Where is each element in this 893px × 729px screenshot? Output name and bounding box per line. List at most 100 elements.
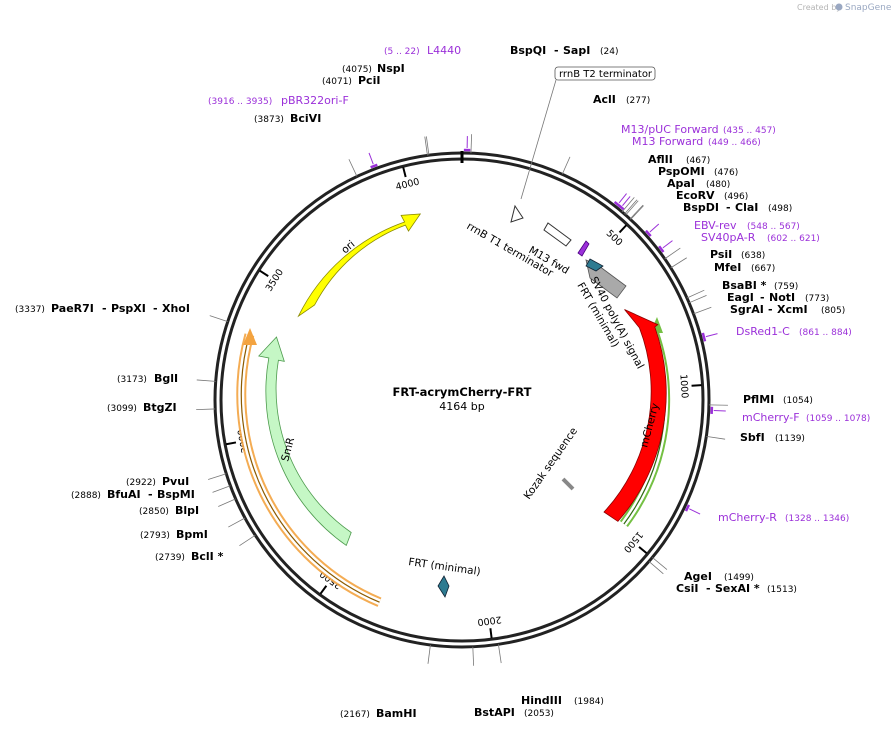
enzyme-bfuai-bspmi[interactable]: (2888) BfuAI - BspMI: [71, 488, 195, 501]
smr-orf-outline: [236, 333, 382, 607]
frt-minimal-label-bottom: FRT (minimal): [408, 556, 482, 578]
snapgene-logo-icon: [835, 3, 843, 11]
enzyme-apai[interactable]: ApaI (480): [667, 177, 730, 190]
enzyme-pcii[interactable]: (4071) PciI: [322, 74, 380, 87]
smr-feature: [258, 336, 352, 547]
enzyme-pspomi[interactable]: PspOMI (476): [658, 165, 738, 178]
enzyme-bsabi[interactable]: BsaBI * (759): [722, 279, 798, 292]
primer-pbr322ori-f[interactable]: (3916 .. 3935) pBR322ori-F: [208, 94, 349, 107]
enzyme-separator: -: [726, 201, 731, 214]
enzyme-name: BspMI: [157, 488, 195, 501]
cut-site-line: [688, 294, 707, 304]
enzyme-psii[interactable]: PsiI (638): [710, 248, 765, 261]
enzyme-name: BstAPI: [474, 706, 515, 719]
enzyme-bamhi[interactable]: (2167) BamHI: [340, 707, 417, 720]
enzyme-sgrai-xcmi[interactable]: SgrAI - XcmI (805): [730, 303, 845, 316]
enzyme-bspqi-sapi[interactable]: BspQI - SapI (24): [510, 44, 618, 57]
cut-site-line: [630, 205, 644, 220]
enzyme-name: SapI: [563, 44, 590, 57]
enzyme-separator: -: [768, 303, 773, 316]
enzyme-nspi[interactable]: (4075) NspI: [342, 62, 405, 75]
enzyme-ecorv[interactable]: EcoRV (496): [676, 189, 748, 202]
enzyme-bcli[interactable]: (2739) BclI *: [155, 550, 224, 563]
enzyme-position: (1513): [767, 585, 797, 595]
enzyme-position: (4071): [322, 77, 352, 87]
enzyme-agei[interactable]: AgeI (1499): [684, 570, 754, 583]
enzyme-name: BciVI: [290, 112, 321, 125]
enzyme-name: AgeI: [684, 570, 712, 583]
primer-dsred1-c[interactable]: DsRed1-C (861 .. 884): [736, 325, 852, 338]
primer-mcherry-r[interactable]: mCherry-R (1328 .. 1346): [718, 511, 849, 524]
ori-feature: [297, 213, 422, 318]
enzyme-name: HindIII: [521, 694, 562, 707]
primer-ebv-rev[interactable]: EBV-rev (548 .. 567): [694, 219, 800, 232]
enzyme-position: (496): [724, 192, 748, 202]
enzyme-paer7i-pspxi-xhoi[interactable]: (3337) PaeR7I - PspXI - XhoI: [15, 302, 190, 315]
cut-site-line: [196, 408, 216, 411]
enzyme-position: (805): [821, 306, 845, 316]
cut-site-line: [228, 517, 246, 528]
smr-orf-arrowhead: [243, 328, 257, 345]
primer-l4440[interactable]: (5 .. 22) L4440: [384, 44, 461, 57]
enzyme-btgzi[interactable]: (3099) BtgZI: [107, 401, 177, 414]
enzyme-name: BpmI: [176, 528, 208, 541]
primer-binding-mark: [684, 504, 691, 512]
enzyme-name: BspDI: [683, 201, 719, 214]
enzyme-bspdi-clai[interactable]: BspDI - ClaI (498): [683, 201, 792, 214]
enzyme-blpi[interactable]: (2850) BlpI: [139, 504, 199, 517]
enzyme-pflmi[interactable]: PflMI (1054): [743, 393, 813, 406]
enzyme-position: (2739): [155, 553, 185, 563]
enzyme-name: NotI: [769, 291, 795, 304]
cut-site-line: [670, 257, 687, 269]
cut-site-line: [693, 306, 712, 315]
primer-range: (548 .. 567): [747, 222, 800, 232]
enzyme-mfei[interactable]: MfeI (667): [714, 261, 775, 274]
primer-leader-line: [705, 333, 718, 338]
enzyme-aflii[interactable]: AflII (467): [648, 153, 710, 166]
cut-site-line: [472, 646, 475, 666]
enzyme-name: SbfI: [740, 431, 765, 444]
primer-name: L4440: [427, 44, 461, 57]
enzyme-sbfi[interactable]: SbfI (1139): [740, 431, 805, 444]
enzyme-name: PciI: [358, 74, 380, 87]
enzyme-position: (638): [741, 251, 765, 261]
enzyme-name: AclI: [593, 93, 616, 106]
primer-range: (5 .. 22): [384, 47, 420, 57]
enzyme-csii-sexai[interactable]: CsiI - SexAI * (1513): [676, 582, 797, 595]
primer-m13-forward[interactable]: M13 Forward (449 .. 466): [632, 135, 761, 148]
cut-site-line: [425, 136, 430, 156]
primer-name: SV40pA-R: [701, 231, 756, 244]
primer-mcherry-f[interactable]: mCherry-F (1059 .. 1078): [742, 411, 870, 424]
enzyme-position: (1984): [574, 697, 604, 707]
tick-mark: [402, 167, 407, 178]
enzyme-bpmi[interactable]: (2793) BpmI: [140, 528, 208, 541]
enzyme-hindiii[interactable]: HindIII (1984): [521, 694, 604, 707]
m13-fwd-feature: [577, 240, 590, 257]
tick-mark: [618, 224, 628, 234]
enzyme-position: (3173): [117, 375, 147, 385]
enzyme-acli[interactable]: AclI (277): [593, 93, 650, 106]
enzyme-eagi-noti[interactable]: EagI - NotI (773): [727, 291, 829, 304]
enzyme-position: (277): [626, 96, 650, 106]
enzyme-bgli[interactable]: (3173) BglI: [117, 372, 178, 385]
tick-mark: [489, 628, 493, 639]
enzyme-bstapi[interactable]: BstAPI (2053): [474, 706, 554, 719]
primer-binding-mark: [370, 163, 378, 169]
cut-site-line: [209, 315, 228, 322]
enzyme-separator: -: [706, 582, 711, 595]
primer-leader-line: [368, 152, 374, 165]
enzyme-position: (759): [774, 282, 798, 292]
enzyme-pvui[interactable]: (2922) PvuI: [126, 475, 189, 488]
enzyme-position: (1054): [783, 396, 813, 406]
plasmid-size: 4164 bp: [439, 400, 484, 413]
tick-mark: [691, 384, 702, 387]
primer-sv40pa-r[interactable]: SV40pA-R (602 .. 621): [701, 231, 820, 244]
enzyme-bcivi[interactable]: (3873) BciVI: [254, 112, 321, 125]
cut-site-line: [652, 557, 668, 570]
enzyme-position: (3099): [107, 404, 137, 414]
enzyme-position: (24): [600, 47, 618, 57]
cut-site-line: [629, 204, 644, 220]
primer-m13-puc-forward[interactable]: M13/pUC Forward (435 .. 457): [621, 123, 776, 136]
enzyme-position: (2850): [139, 507, 169, 517]
